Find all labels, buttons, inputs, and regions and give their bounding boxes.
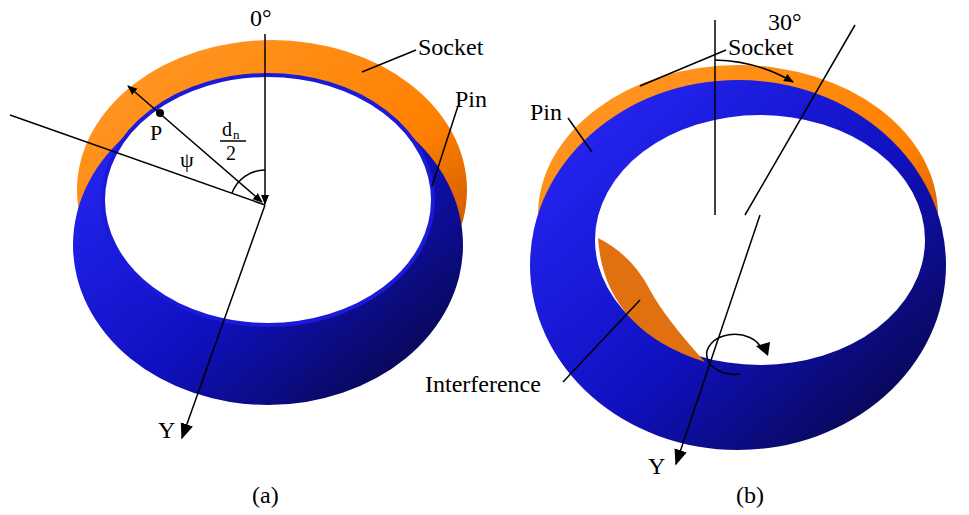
panel-label: (a) <box>252 483 279 507</box>
ring-hole <box>595 115 925 365</box>
region-name: Interference <box>425 372 541 396</box>
rotation-arrowhead <box>756 342 770 356</box>
dimension-subscript: n <box>233 128 240 141</box>
ring-b <box>530 65 946 450</box>
angle-label: 0° <box>250 6 272 30</box>
pin-band <box>530 80 946 450</box>
part-name: Socket <box>728 35 793 59</box>
part-name: Pin <box>455 87 487 111</box>
leader-line <box>563 300 640 382</box>
axis-label: Y <box>158 418 175 442</box>
angle-arc <box>715 60 793 82</box>
part-name: Socket <box>418 35 483 59</box>
radius-arrow <box>128 86 262 202</box>
axes-b <box>563 20 855 464</box>
leader-line <box>362 50 416 72</box>
panel-label: (b) <box>736 483 764 507</box>
dimension-divisor: 2 <box>226 143 236 163</box>
point-label: P <box>150 122 162 144</box>
psi-arc <box>232 170 265 193</box>
axis-label: Y <box>648 454 665 478</box>
rotation-arrow <box>707 334 762 374</box>
axes-a <box>10 34 458 438</box>
angle-line <box>10 115 265 205</box>
ring-a <box>73 40 467 405</box>
point-p <box>156 109 164 117</box>
interference-zone <box>598 238 705 362</box>
leader-line <box>640 50 726 86</box>
y-axis <box>182 205 265 438</box>
ring-hole <box>103 75 433 325</box>
angle-label: 30° <box>768 10 802 34</box>
zero-axis <box>264 34 266 204</box>
part-name: Pin <box>530 100 562 124</box>
angle-symbol: ψ <box>180 149 194 171</box>
dimension-symbol: d <box>222 119 232 139</box>
zero-axis <box>714 20 716 215</box>
leader-line <box>432 106 458 186</box>
y-axis <box>676 215 760 464</box>
leader-line <box>568 118 592 152</box>
